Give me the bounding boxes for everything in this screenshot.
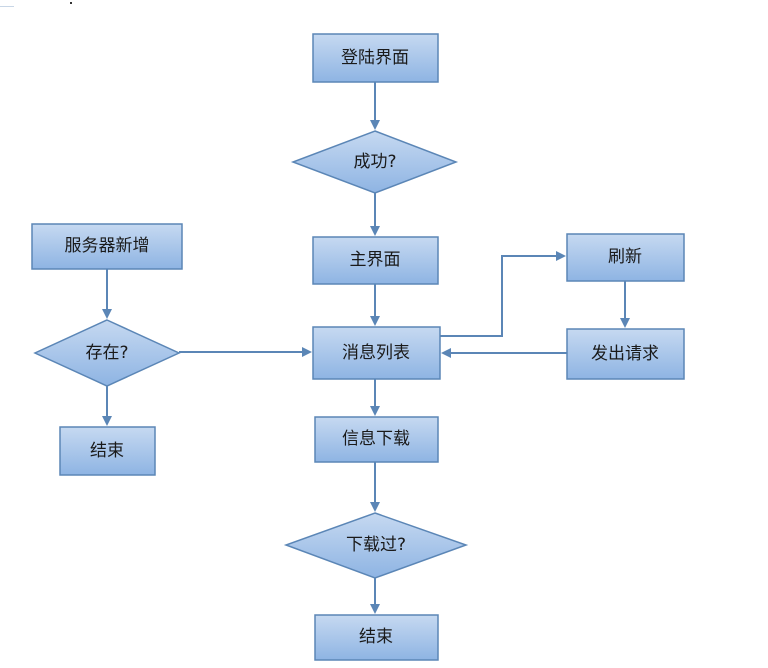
corner-decoration	[0, 0, 14, 7]
edge-message-list-to-refresh	[440, 251, 566, 337]
node-end-bottom-label: 结束	[359, 627, 393, 647]
node-login-screen-label: 登陆界面	[341, 48, 409, 68]
node-server-add-label: 服务器新增	[65, 236, 150, 256]
node-login-screen: 登陆界面	[312, 33, 439, 83]
node-success-check-label: 成功?	[353, 152, 396, 172]
node-send-request-label: 发出请求	[591, 344, 659, 364]
node-downloaded-check: 下载过?	[283, 512, 469, 579]
node-success-check: 成功?	[290, 130, 459, 194]
node-message-download-label: 信息下载	[342, 429, 410, 449]
node-message-download: 信息下载	[314, 416, 439, 463]
node-downloaded-check-label: 下载过?	[346, 535, 406, 555]
corner-dot	[70, 2, 72, 4]
node-refresh: 刷新	[566, 233, 685, 282]
node-end-bottom: 结束	[314, 614, 439, 661]
node-server-add: 服务器新增	[31, 223, 183, 270]
edges	[102, 82, 630, 614]
node-main-screen-label: 主界面	[350, 250, 401, 270]
node-refresh-label: 刷新	[608, 247, 642, 267]
node-exists-check-label: 存在?	[85, 343, 128, 363]
node-end-left-label: 结束	[90, 441, 124, 461]
node-message-list: 消息列表	[312, 326, 441, 380]
node-exists-check: 存在?	[33, 319, 181, 387]
node-message-list-label: 消息列表	[342, 343, 410, 363]
node-main-screen: 主界面	[312, 236, 439, 285]
node-end-left: 结束	[59, 426, 156, 476]
node-send-request: 发出请求	[566, 328, 685, 380]
